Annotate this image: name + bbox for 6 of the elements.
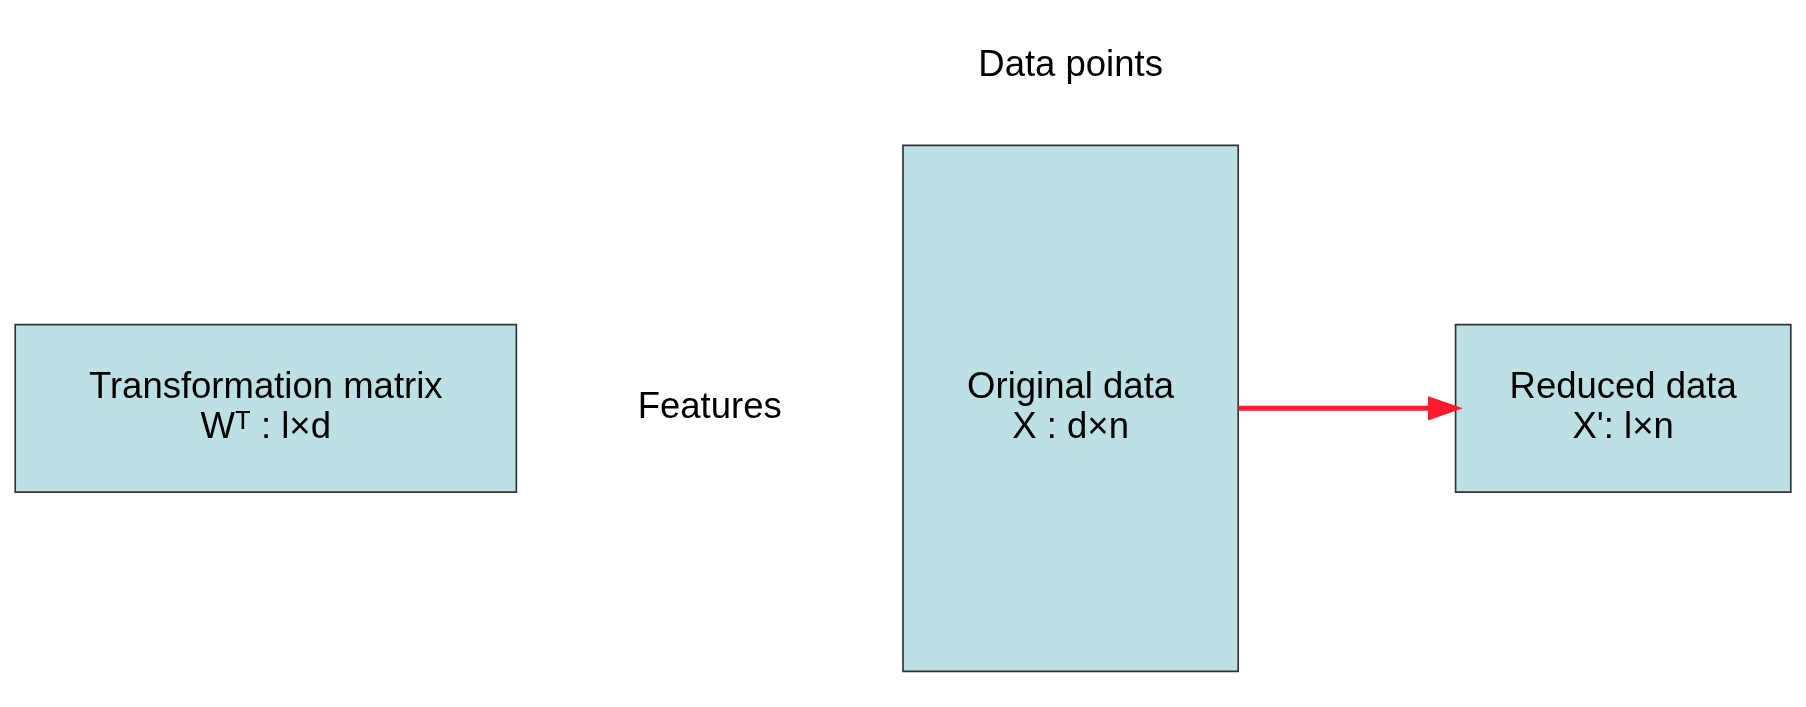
node-box: Reduced data X': l×n bbox=[1454, 323, 1792, 493]
label: Features bbox=[637, 384, 782, 426]
arrow bbox=[1238, 395, 1463, 421]
label: Data points bbox=[978, 42, 1163, 84]
node-box: Original data X : d×n bbox=[902, 144, 1240, 672]
node-box: Transformation matrix Wᵀ : l×d bbox=[14, 323, 518, 493]
